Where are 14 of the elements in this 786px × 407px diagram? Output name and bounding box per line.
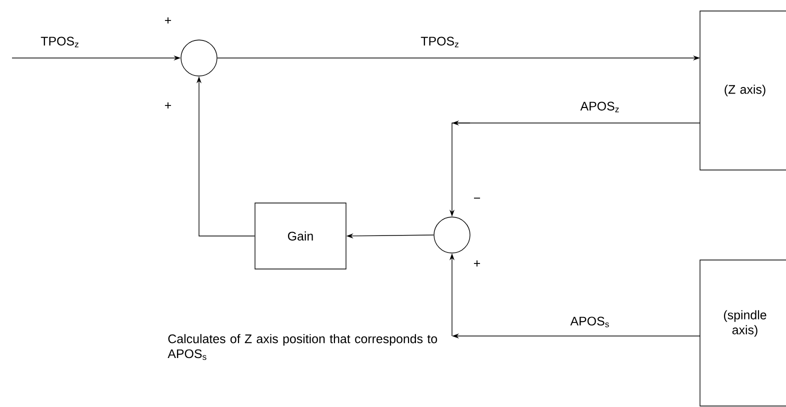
edge-label: TPOS$_{z}$ <box>40 36 78 48</box>
edge-label: TPOS$_{z}$ <box>420 36 458 48</box>
summing-junction <box>434 216 470 254</box>
sign-label: + <box>474 260 480 266</box>
edge-label: APOS$_{z}$ <box>580 102 619 112</box>
sign-label: + <box>164 17 172 24</box>
servo-drive-box: (Z axis) <box>700 10 786 170</box>
servo-drive-box: (spindle axis) <box>700 260 786 406</box>
summing-junction <box>180 40 218 76</box>
sign-label: + <box>164 102 172 108</box>
edge-label: APOS$_{s}$ <box>570 316 609 328</box>
process-box: Gain <box>254 202 346 270</box>
note-text: Calculates of Z axis position that corresponds to APOS$_{s}$ <box>168 334 438 360</box>
sign-label: − <box>474 198 480 199</box>
